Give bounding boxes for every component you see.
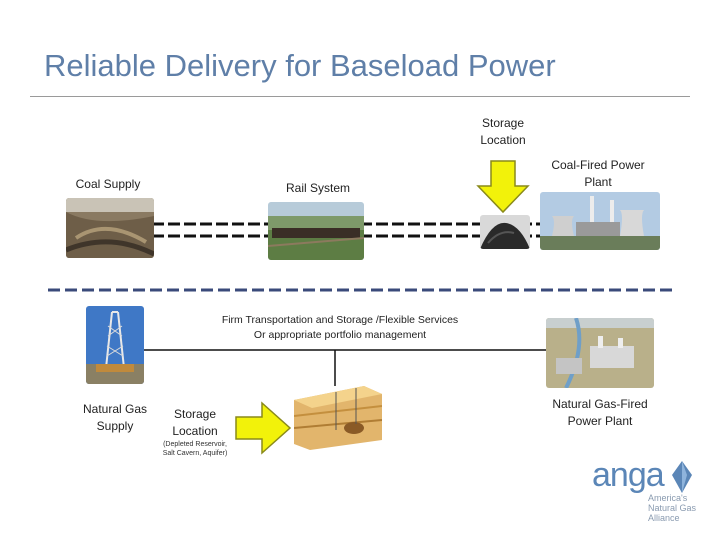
storage-right-arrow (235, 401, 292, 455)
coal-mine-image (66, 198, 154, 258)
gas-power-plant-image (546, 318, 654, 388)
coal-power-plant-image (540, 192, 660, 250)
gas-plant-label: Natural Gas-Fired Power Plant (552, 397, 648, 428)
title-divider (30, 96, 690, 97)
gas-storage-label: Storage Location (172, 407, 218, 438)
drilling-rig-image (86, 306, 144, 384)
coal-supply-label: Coal Supply (75, 177, 141, 191)
rail-system-label: Rail System (285, 181, 350, 195)
anga-logo-tagline: America's Natural Gas Alliance (648, 493, 697, 523)
coal-plant-label: Coal-Fired Power Plant (551, 158, 645, 189)
anga-logo-text: anga (592, 456, 665, 494)
gas-storage-note: (Depleted Reservoir, Salt Cavern, Aquife… (162, 441, 228, 457)
coal-pile-image (480, 215, 530, 249)
coal-storage-label: Storage Location (480, 116, 526, 147)
gas-supply-label: Natural Gas Supply (82, 402, 148, 433)
slide-title: Reliable Delivery for Baseload Power (44, 48, 556, 83)
underground-storage-image (293, 386, 383, 450)
services-label: Firm Transportation and Storage /Flexibl… (221, 314, 459, 341)
coal-train-image (268, 202, 364, 260)
storage-down-arrow (476, 160, 530, 214)
anga-logo-mark-icon (672, 461, 692, 493)
